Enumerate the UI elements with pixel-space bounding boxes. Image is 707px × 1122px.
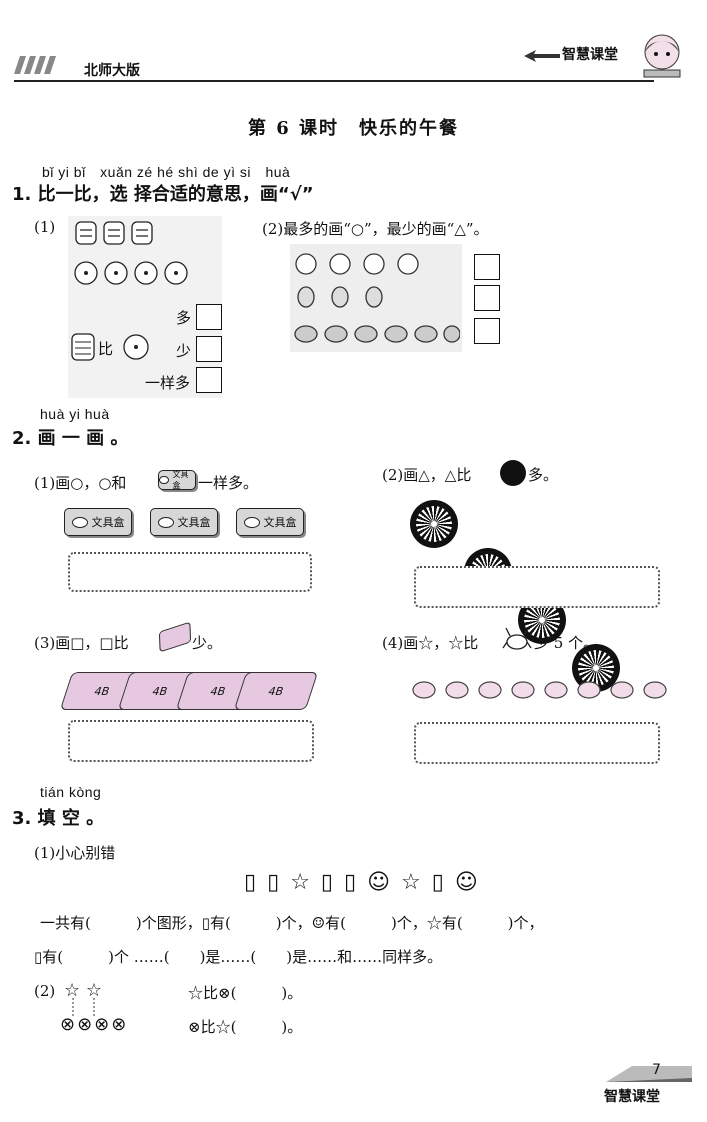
lion-icon <box>118 332 154 366</box>
q2-p2-text-b: 多。 <box>528 466 559 484</box>
header-rule <box>14 80 654 82</box>
q3-title: 3. 填 空 。 <box>12 808 105 829</box>
header-stripes <box>14 56 62 74</box>
wheel-inline-icon <box>500 460 526 486</box>
star-pair: ☆ ☆ <box>64 980 102 1001</box>
option-less-label: 少 <box>176 342 192 360</box>
q2-p4-text-a: (4)画☆，☆比 <box>382 634 479 652</box>
cross-circle-row: ⊗⊗⊗⊗ <box>60 1014 129 1035</box>
cat-answer-box[interactable] <box>474 254 500 280</box>
wheel-icon <box>410 500 458 548</box>
mouse-answer-box[interactable] <box>474 318 500 344</box>
cat-row-icon <box>294 250 424 282</box>
q3-p1-label: (1)小心别错 <box>34 844 116 862</box>
q1-p1-number: (1) <box>34 218 56 236</box>
pencil-case-inline: 文具盒 <box>158 470 196 490</box>
lion-row-icon <box>74 258 200 292</box>
q2-p4-draw-area[interactable] <box>414 722 660 764</box>
q2-p4-text-b: 少 5 个。 <box>534 634 599 652</box>
q2-p1-text-a: (1)画○，○和 <box>34 474 127 492</box>
option-more-label: 多 <box>176 309 192 327</box>
q2-title: 2. 画 一 画 。 <box>12 428 129 449</box>
header-arrow-icon <box>524 48 560 67</box>
q2-p3-text-a: (3)画□，□比 <box>34 634 129 652</box>
header-brand: 智慧课堂 <box>562 47 618 63</box>
q3-p2-line2: ⊗比☆( )。 <box>188 1018 303 1036</box>
mouse-row-icon <box>292 320 461 350</box>
q2-p2-text-a: (2)画△，△比 <box>382 466 472 484</box>
page-number-tab <box>606 1060 692 1086</box>
q2-p1-draw-area[interactable] <box>68 552 312 592</box>
eraser: 4B <box>233 672 319 710</box>
q1-p2-text: (2)最多的画“○”，最少的画“△”。 <box>262 220 489 238</box>
page-number: 7 <box>652 1062 661 1078</box>
footer-brand: 智慧课堂 <box>604 1089 660 1105</box>
q2-p1-text-b: 一样多。 <box>198 474 259 492</box>
rabbit-answer-box[interactable] <box>474 285 500 311</box>
mascot-girl-icon <box>636 30 688 84</box>
crab-row-icon <box>408 672 674 710</box>
q3-pinyin: tián kòng <box>40 784 102 800</box>
option-same-box[interactable] <box>196 367 222 393</box>
q3-p1-line1: 一共有( )个图形，▯有( )个，☺有( )个，☆有( )个， <box>40 914 544 932</box>
q3-p2-label: (2) <box>34 982 56 1000</box>
crab-inline-icon <box>502 624 532 658</box>
q3-p2-line1: ☆比⊗( )。 <box>188 984 303 1002</box>
eraser-inline-icon <box>158 621 192 653</box>
option-less-box[interactable] <box>196 336 222 362</box>
tiger-icon <box>70 332 96 366</box>
pencil-case: 文具盒 <box>150 508 218 536</box>
lesson-title: 第 6 课时 快乐的午餐 <box>247 118 460 139</box>
q2-pinyin: huà yi huà <box>40 406 110 422</box>
wheel-icon <box>572 644 620 692</box>
option-same-label: 一样多 <box>145 374 191 392</box>
q1-compare-word: 比 <box>98 340 114 358</box>
q1-title: 1. 比一比，选 择合适的意思，画“√” <box>12 184 314 205</box>
shape-sequence: ▯ ▯ ☆ ▯ ▯ ☺ ☆ ▯ ☺ <box>244 870 480 895</box>
pencil-case: 文具盒 <box>236 508 304 536</box>
q1-pinyin: bǐ yi bǐ xuǎn zé hé shì de yì si huà <box>42 164 291 180</box>
q2-p3-draw-area[interactable] <box>68 720 314 762</box>
match-lines <box>70 998 100 1022</box>
rabbit-row-icon <box>294 282 394 312</box>
option-more-box[interactable] <box>196 304 222 330</box>
q2-p2-draw-area[interactable] <box>414 566 660 608</box>
edition-label: 北师大版 <box>84 63 140 79</box>
tiger-row-icon <box>74 218 174 252</box>
q3-p1-line2: ▯有( )个 ……( )是……( )是……和……同样多。 <box>34 948 443 966</box>
pencil-case: 文具盒 <box>64 508 132 536</box>
q2-p3-text-b: 少。 <box>192 634 223 652</box>
